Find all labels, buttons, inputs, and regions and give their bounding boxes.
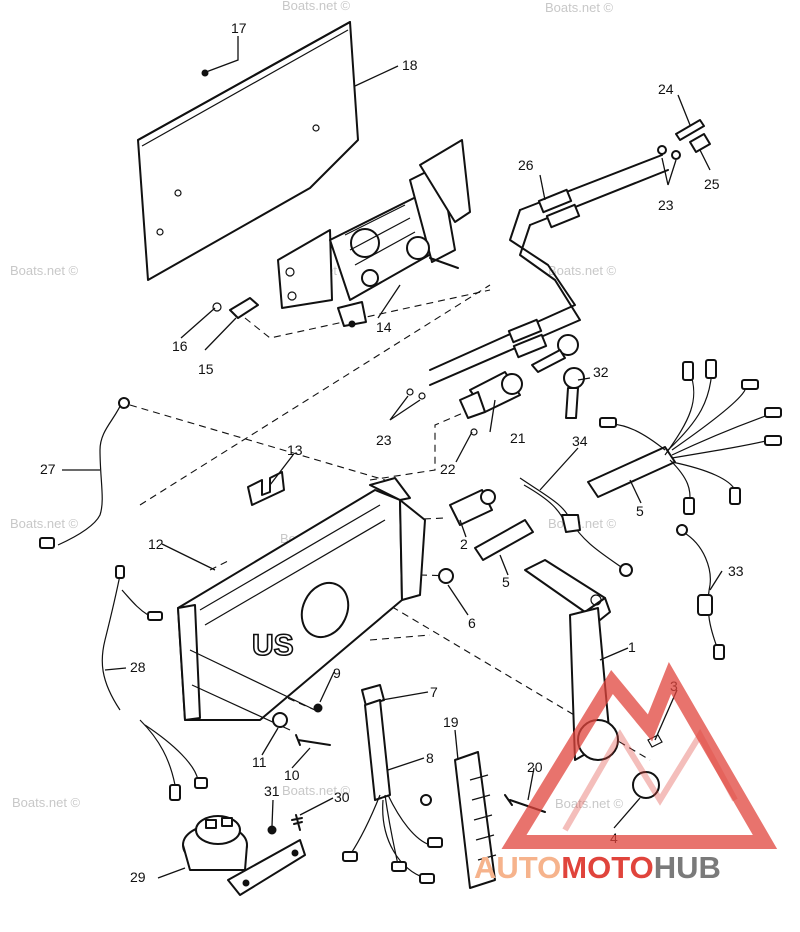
nut-31 — [267, 825, 277, 835]
leader-lines — [62, 36, 723, 879]
callout-21: 21 — [510, 430, 526, 446]
callout-23b: 23 — [658, 197, 674, 213]
housing-emblem: US — [252, 629, 294, 662]
callout-25: 25 — [704, 176, 720, 192]
mounting-plate — [137, 21, 359, 281]
tube-sleeve — [474, 519, 534, 561]
callout-17: 17 — [231, 20, 247, 36]
bracket — [212, 297, 259, 319]
callout-18: 18 — [402, 57, 418, 73]
harness-28 — [101, 565, 208, 801]
control-cables — [429, 154, 669, 386]
handle-hardware — [632, 734, 663, 799]
horn — [182, 815, 306, 896]
callout-27: 27 — [40, 461, 56, 477]
stop-switch — [449, 489, 496, 526]
callout-30: 30 — [334, 789, 350, 805]
callout-5b: 5 — [636, 503, 644, 519]
callout-1: 1 — [628, 639, 636, 655]
watermark: Boats.net © — [282, 0, 351, 13]
callout-6: 6 — [468, 615, 476, 631]
callout-29: 29 — [130, 869, 146, 885]
logo-part-c: HUB — [654, 850, 721, 885]
cable-fittings — [657, 119, 711, 160]
logo-triangle-icon — [501, 662, 778, 849]
watermark: Boats.net © — [555, 796, 624, 811]
callout-19: 19 — [443, 714, 459, 730]
callout-15: 15 — [198, 361, 214, 377]
callout-32: 32 — [593, 364, 609, 380]
control-handle — [524, 559, 619, 761]
logo-inner-mark-icon — [562, 728, 738, 832]
jumper-wire — [676, 524, 725, 660]
callout-31: 31 — [264, 783, 280, 799]
harness-sleeve — [587, 446, 676, 498]
clip — [247, 471, 285, 506]
callout-23: 23 — [376, 432, 392, 448]
callout-22: 22 — [440, 461, 456, 477]
control-housing: US — [177, 477, 426, 731]
callout-26: 26 — [518, 157, 534, 173]
watermark: Boats.net © — [282, 783, 351, 798]
callout-10: 10 — [284, 767, 300, 783]
callout-14: 14 — [376, 319, 392, 335]
screw-9 — [313, 703, 323, 713]
watermark: Boats.net © — [10, 516, 79, 531]
screw-30 — [291, 814, 303, 831]
washer — [438, 568, 454, 584]
callout-33: 33 — [728, 563, 744, 579]
callout-11: 11 — [252, 754, 267, 770]
washer-11 — [272, 712, 288, 728]
control-mechanism — [277, 139, 471, 328]
watermark: Boats.net © — [548, 516, 617, 531]
ignition-keys — [531, 334, 585, 419]
terminal-strip — [454, 751, 497, 889]
callout-2: 2 — [460, 536, 468, 552]
callout-16: 16 — [172, 338, 188, 354]
watermark: Boats.net © — [545, 0, 614, 15]
ignition-switch — [406, 371, 523, 436]
logo-wordmark: AUTOMOTOHUB — [474, 850, 721, 885]
automotohub-logo: AUTOMOTOHUB — [474, 662, 778, 885]
watermark: Boats.net © — [12, 795, 81, 810]
watermark: Boats.net © — [10, 263, 79, 278]
callout-34: 34 — [572, 433, 588, 449]
wiring-harness — [599, 359, 782, 515]
callout-24: 24 — [658, 81, 674, 97]
callout-5: 5 — [502, 574, 510, 590]
callout-9: 9 — [333, 665, 341, 681]
watermark: Boats.net © — [548, 263, 617, 278]
callout-13: 13 — [287, 442, 303, 458]
callout-8: 8 — [426, 750, 434, 766]
logo-part-a: AUTO — [474, 850, 561, 885]
callout-20: 20 — [527, 759, 543, 775]
callout-28: 28 — [130, 659, 146, 675]
callout-7: 7 — [430, 684, 438, 700]
harness-27 — [39, 397, 130, 549]
lanyard — [519, 477, 633, 577]
logo-part-b: MOTO — [561, 850, 653, 885]
callout-12: 12 — [148, 536, 164, 552]
bolt-10 — [295, 734, 331, 746]
wire-grommet — [342, 684, 443, 884]
